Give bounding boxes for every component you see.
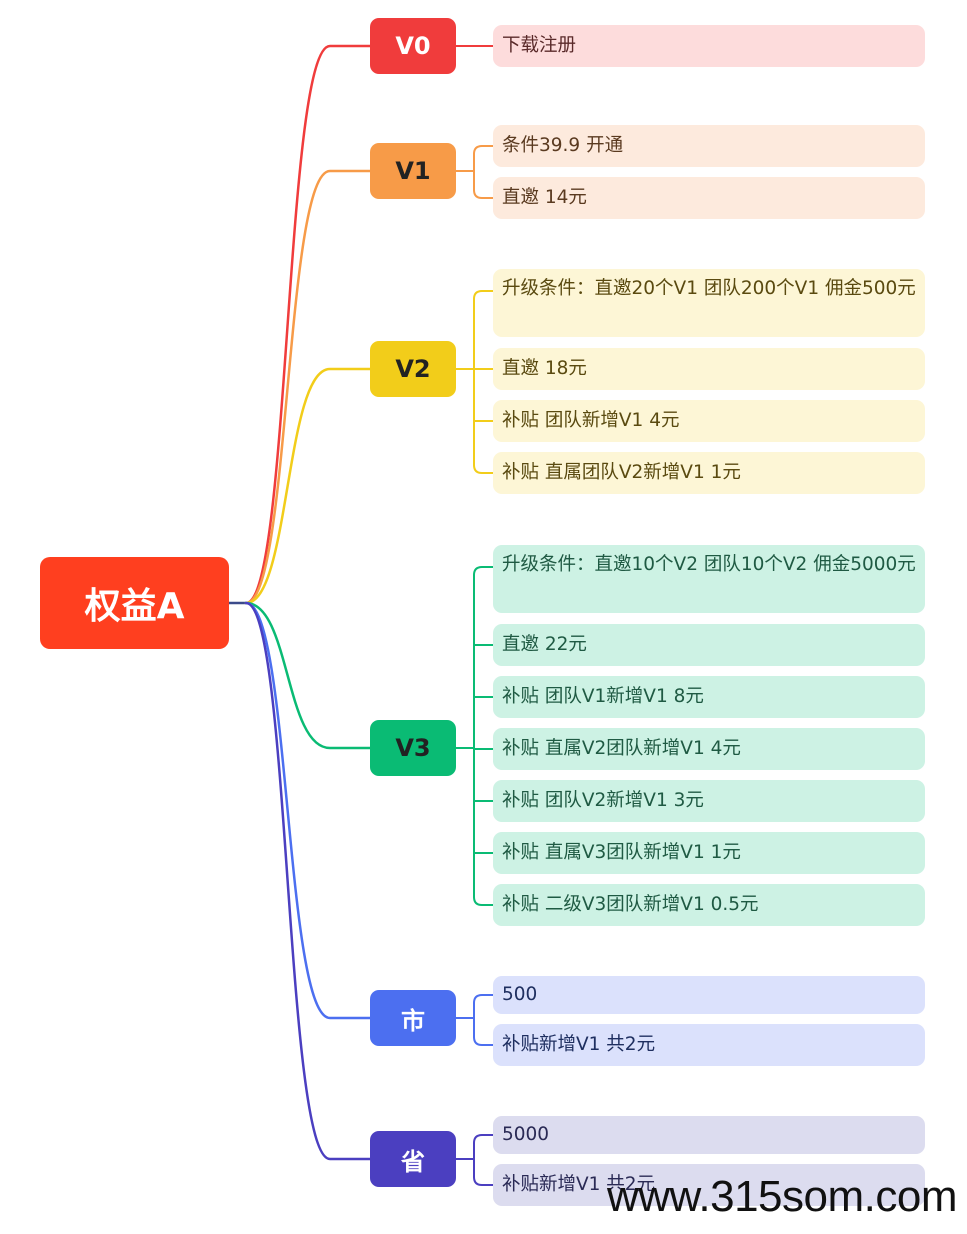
leaf-item-0-0: 下载注册	[493, 25, 925, 67]
leaf-item-4-1: 补贴新增V1 共2元	[493, 1024, 925, 1066]
leaf-item-1-0: 条件39.9 开通	[493, 125, 925, 167]
leaf-item-3-4: 补贴 团队V2新增V1 3元	[493, 780, 925, 822]
leaf-item-5-1: 补贴新增V1 共2元	[493, 1164, 925, 1206]
branch-line-0	[244, 44, 372, 605]
leaf-line-4-0	[473, 994, 494, 1004]
leaf-item-4-0: 500	[493, 976, 925, 1014]
leaf-item-3-3: 补贴 直属V2团队新增V1 4元	[493, 728, 925, 770]
leaf-line-2-0	[473, 290, 494, 300]
leaf-item-1-1: 直邀 14元	[493, 177, 925, 219]
branch-line-5	[244, 601, 372, 1161]
branch-line-3	[244, 601, 372, 750]
leaf-item-3-6: 补贴 二级V3团队新增V1 0.5元	[493, 884, 925, 926]
level-node-2: V2	[370, 341, 456, 397]
leaf-item-2-3: 补贴 直属团队V2新增V1 1元	[493, 452, 925, 494]
level-node-0: V0	[370, 18, 456, 74]
leaf-line-3-6	[473, 896, 494, 906]
branch-line-1	[244, 169, 372, 605]
leaf-item-2-2: 补贴 团队新增V1 4元	[493, 400, 925, 442]
leaf-line-5-0	[473, 1134, 494, 1144]
leaf-line-4-1	[473, 1036, 494, 1046]
level-node-1: V1	[370, 143, 456, 199]
leaf-line-2-3	[473, 464, 494, 474]
leaf-line-5-1	[473, 1176, 494, 1186]
branch-line-2	[244, 367, 372, 605]
leaf-line-1-0	[473, 145, 494, 155]
leaf-line-3-0	[473, 566, 494, 576]
leaf-line-1-1	[473, 189, 494, 199]
leaf-item-5-0: 5000	[493, 1116, 925, 1154]
watermark: www.315som.com	[606, 1172, 958, 1221]
leaf-item-2-1: 直邀 18元	[493, 348, 925, 390]
leaf-item-3-2: 补贴 团队V1新增V1 8元	[493, 676, 925, 718]
level-node-5: 省	[370, 1131, 456, 1187]
leaf-item-2-0: 升级条件：直邀20个V1 团队200个V1 佣金500元	[493, 269, 925, 337]
leaf-item-3-1: 直邀 22元	[493, 624, 925, 666]
branch-line-4	[244, 601, 372, 1020]
leaf-item-3-5: 补贴 直属V3团队新增V1 1元	[493, 832, 925, 874]
level-node-3: V3	[370, 720, 456, 776]
root-node: 权益A	[40, 557, 229, 649]
leaf-item-3-0: 升级条件：直邀10个V2 团队10个V2 佣金5000元	[493, 545, 925, 613]
level-node-4: 市	[370, 990, 456, 1046]
